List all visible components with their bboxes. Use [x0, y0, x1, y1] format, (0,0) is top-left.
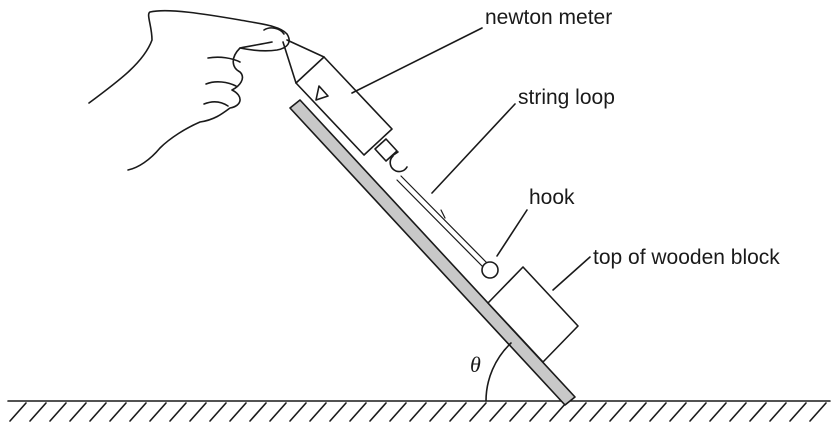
hatch-mark	[709, 402, 727, 422]
block-hook	[481, 261, 499, 279]
hatch-mark	[169, 402, 187, 422]
label-string-loop: string loop	[518, 86, 615, 109]
hatch-mark	[269, 402, 287, 422]
hatch-mark	[149, 402, 167, 422]
hatch-mark	[289, 402, 307, 422]
hatch-mark	[669, 402, 687, 422]
angle-arc	[485, 342, 512, 402]
hatch-mark	[689, 402, 707, 422]
wooden-block	[487, 266, 579, 363]
hatch-mark	[629, 402, 647, 422]
leader-lines	[351, 27, 591, 291]
hatch-mark	[609, 402, 627, 422]
hatch-mark	[129, 402, 147, 422]
inclined-board	[289, 99, 576, 406]
hatch-mark	[489, 402, 507, 422]
hatch-mark	[9, 402, 27, 422]
hatch-mark	[469, 402, 487, 422]
hatch-mark	[449, 402, 467, 422]
hatch-mark	[29, 402, 47, 422]
hand	[88, 9, 290, 171]
hatch-mark	[749, 402, 767, 422]
leader-top-of-block	[552, 256, 591, 291]
ground	[7, 400, 831, 422]
hatch-mark	[209, 402, 227, 422]
hatch-mark	[309, 402, 327, 422]
hatch-mark	[89, 402, 107, 422]
hatch-mark	[549, 402, 567, 422]
hatch-mark	[329, 402, 347, 422]
newton-meter	[282, 39, 408, 173]
hatch-mark	[369, 402, 387, 422]
hatch-mark	[349, 402, 367, 422]
hatch-mark	[509, 402, 527, 422]
label-newton-meter: newton meter	[485, 6, 612, 29]
label-hook: hook	[529, 186, 575, 209]
hatch-mark	[109, 402, 127, 422]
hatch-mark	[529, 402, 547, 422]
hatch-mark	[249, 402, 267, 422]
hatch-mark	[69, 402, 87, 422]
angle-label: θ	[470, 352, 481, 377]
hatch-mark	[389, 402, 407, 422]
hatch-mark	[189, 402, 207, 422]
label-top-of-block: top of wooden block	[593, 246, 780, 269]
hatch-mark	[589, 402, 607, 422]
hatch-mark	[809, 402, 827, 422]
hatch-mark	[789, 402, 807, 422]
leader-hook	[496, 209, 528, 257]
ground-hatching	[9, 402, 827, 422]
leader-string-loop	[431, 103, 516, 194]
hatch-mark	[769, 402, 787, 422]
string-loop	[396, 175, 489, 269]
hatch-mark	[49, 402, 67, 422]
hatch-mark	[729, 402, 747, 422]
leader-newton-meter	[351, 27, 483, 94]
hatch-mark	[409, 402, 427, 422]
hatch-mark	[429, 402, 447, 422]
hatch-mark	[649, 402, 667, 422]
hatch-mark	[229, 402, 247, 422]
hatch-mark	[569, 402, 587, 422]
